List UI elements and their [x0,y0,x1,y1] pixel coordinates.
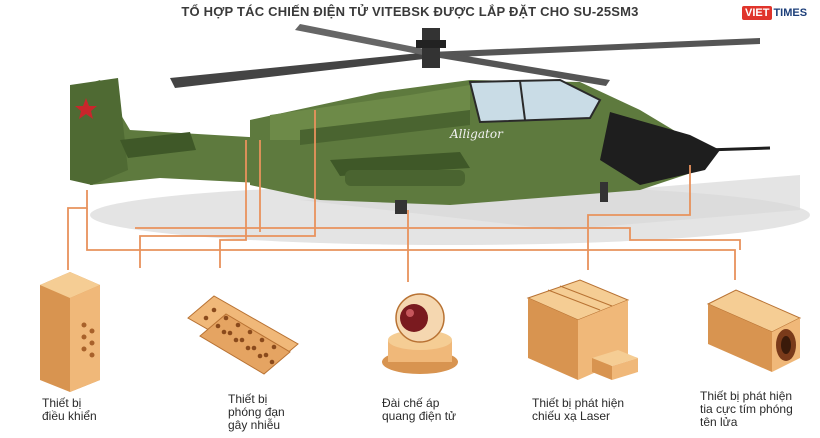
publisher-logo: VIET TIMES [742,6,807,20]
caption-line: Thiết bị [42,396,82,410]
caption-line: Thiết bị [228,392,268,406]
control-unit-icon [40,272,100,392]
optronic-jammer-icon [382,293,458,374]
caption-line: Đài chế áp [382,396,440,410]
weapons-pod [345,170,465,186]
caption-line: tên lửa [700,415,738,429]
laser-warning-icon [526,279,638,380]
caption-optronic-jammer: Đài chế áp quang điện tử [382,397,456,423]
connector-lines [67,110,741,282]
tail-fin [70,78,128,185]
caption-line: chiếu xạ Laser [532,409,611,423]
caption-line: gây nhiễu [228,418,281,432]
caption-uv-missile-warning: Thiết bị phát hiện tia cực tím phóng tên… [700,390,793,429]
aircraft-name: Alligator [450,127,503,141]
caption-line: tia cực tím phóng [700,402,793,416]
caption-line: phóng đạn [228,405,285,419]
shadow-tail [300,175,800,230]
logo-part-viet: VIET [742,6,773,20]
caption-control-unit: Thiết bị điều khiển [42,397,97,423]
star-icon [75,98,97,119]
caption-line: quang điện tử [382,409,457,423]
caption-line: Thiết bị phát hiện [700,389,793,403]
caption-decoy-launcher: Thiết bị phóng đạn gây nhiễu [228,393,285,432]
rotor-icon [170,24,760,88]
decoy-launcher-icon [187,295,299,375]
caption-line: điều khiển [42,409,97,423]
caption-laser-warning: Thiết bị phát hiện chiếu xạ Laser [532,397,624,423]
caption-line: Thiết bị phát hiện [532,396,625,410]
tail-boom [70,80,300,185]
page-title: TỔ HỢP TÁC CHIẾN ĐIỆN TỬ VITEBSK ĐƯỢC LẮ… [181,4,639,19]
engine-housing [270,85,470,140]
logo-part-times: TIMES [773,7,808,19]
uv-missile-warning-icon [706,289,802,372]
cockpit-canopy [468,78,602,124]
